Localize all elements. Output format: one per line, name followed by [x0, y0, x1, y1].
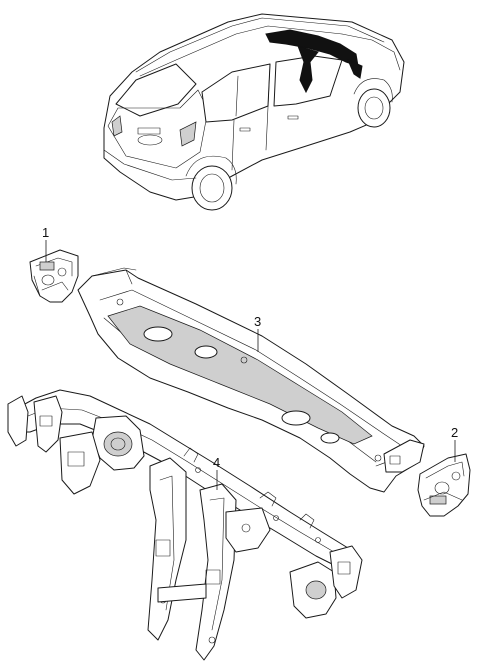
- part-2-right-bracket: [417, 453, 471, 517]
- callout-4: 4: [213, 455, 220, 490]
- part-3-cowl-panel: [77, 267, 425, 493]
- callout-3: 3: [254, 314, 261, 352]
- vehicle-illustration: [103, 13, 405, 211]
- callout-2: 2: [451, 425, 458, 462]
- callout-4-label: 4: [213, 455, 220, 470]
- part-1-left-bracket: [29, 249, 79, 303]
- callout-1: 1: [42, 225, 49, 262]
- callout-3-label: 3: [254, 314, 261, 329]
- callout-1-label: 1: [42, 225, 49, 240]
- callout-2-label: 2: [451, 425, 458, 440]
- part-4-dash-crossmember: [7, 389, 363, 661]
